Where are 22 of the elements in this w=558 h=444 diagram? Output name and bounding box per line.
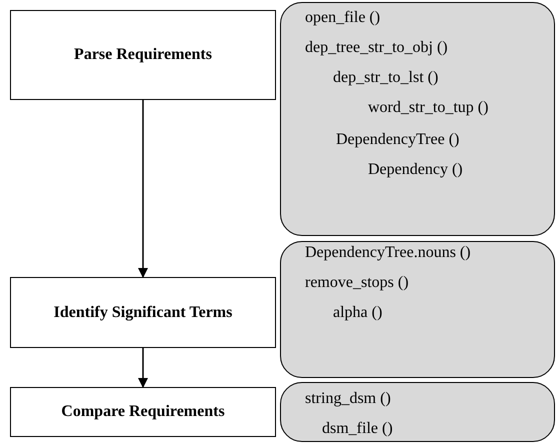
- function-name: DependencyTree.nouns (): [305, 243, 471, 263]
- process-box: [10, 387, 276, 437]
- function-name: string_dsm (): [305, 389, 391, 409]
- function-name: open_file (): [305, 8, 380, 28]
- function-name: dsm_file (): [322, 419, 393, 439]
- function-list-panel: [280, 241, 555, 378]
- function-name: dep_tree_str_to_obj (): [305, 38, 448, 58]
- function-name: DependencyTree (): [336, 130, 460, 150]
- process-label: Compare Requirements: [61, 403, 225, 421]
- process-label: Identify Significant Terms: [54, 304, 232, 322]
- function-name: Dependency (): [368, 160, 463, 180]
- function-list-panel: [280, 2, 555, 236]
- arrow: [138, 100, 148, 278]
- function-name: word_str_to_tup (): [368, 98, 488, 118]
- function-name: alpha (): [333, 303, 382, 323]
- function-list-panel: [280, 382, 555, 442]
- process-box: [10, 10, 276, 100]
- arrow: [138, 348, 148, 388]
- function-name: remove_stops (): [305, 273, 409, 293]
- process-box: [10, 277, 276, 348]
- function-name: dep_str_to_lst (): [333, 68, 438, 88]
- process-label: Parse Requirements: [74, 46, 212, 64]
